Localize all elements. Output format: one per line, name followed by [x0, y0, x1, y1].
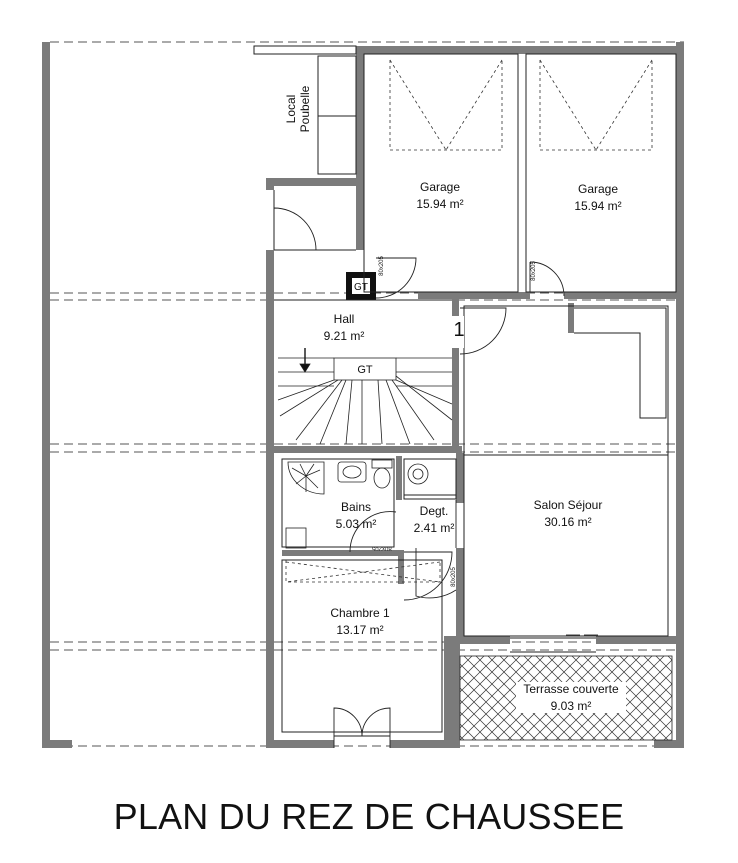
door-code-bains: 80x205 [372, 545, 392, 551]
room-name: Garage [419, 180, 461, 194]
room-name: Terrasse couverte [523, 682, 619, 696]
room-area: 15.94 m² [416, 197, 464, 211]
floor-plan [42, 41, 684, 748]
gt-stair-mark: GT [357, 364, 373, 376]
garage-right-label: Garage 15.94 m² [556, 182, 640, 213]
thin-lines [253, 45, 677, 733]
bains-label: Bains 5.03 m² [318, 500, 394, 531]
staircase [277, 348, 453, 445]
plan-title: PLAN DU REZ DE CHAUSSEE [113, 796, 625, 837]
room-area: 13.17 m² [336, 623, 384, 637]
room-name: Salon Séjour [533, 498, 603, 512]
local-label: Local [284, 94, 298, 124]
door-swings [273, 207, 565, 748]
local-poubelle-label: Local Poubelle [284, 79, 312, 139]
door-code-hall: 80x205 [378, 256, 385, 276]
chambre-label: Chambre 1 13.17 m² [318, 606, 402, 637]
door-code-garage: 80x205 [530, 261, 537, 281]
room-name: Hall [333, 312, 355, 326]
hall-label: Hall 9.21 m² [306, 312, 382, 343]
room-name: Garage [577, 182, 619, 196]
dashed-property-lines [50, 41, 684, 747]
room-area: 5.03 m² [335, 517, 377, 531]
door-code-chambre: 80x205 [450, 567, 457, 587]
terrasse-label: Terrasse couverte 9.03 m² [516, 682, 626, 713]
level-box [452, 316, 464, 348]
poubelle-label: Poubelle [298, 85, 312, 133]
level-number: 1 [453, 319, 465, 341]
garage-door-swing [285, 59, 653, 583]
room-area: 15.94 m² [574, 199, 622, 213]
bath-fixtures [285, 459, 429, 549]
gt-hall-mark: GT [354, 282, 368, 293]
salon-label: Salon Séjour 30.16 m² [516, 498, 620, 529]
degt-label: Degt. 2.41 m² [404, 504, 464, 535]
room-name: Chambre 1 [330, 606, 390, 620]
walls [42, 42, 684, 748]
room-name: Degt. [419, 504, 449, 518]
room-area: 30.16 m² [544, 515, 592, 529]
room-name: Bains [340, 500, 372, 514]
room-area: 2.41 m² [413, 521, 455, 535]
room-area: 9.21 m² [323, 329, 365, 343]
room-area: 9.03 m² [550, 699, 592, 713]
garage-left-label: Garage 15.94 m² [398, 180, 482, 211]
